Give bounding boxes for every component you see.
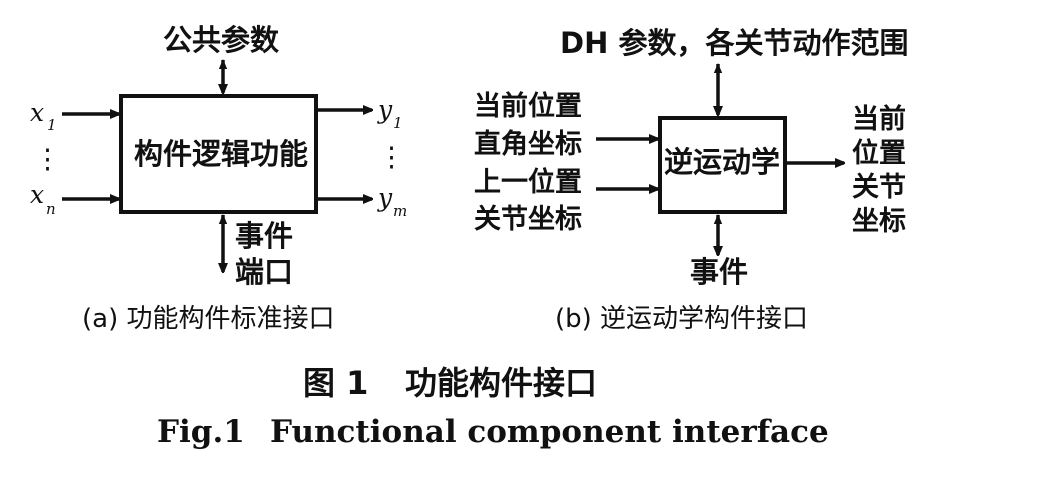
input-current-pos-line2: 直角坐标 (474, 128, 582, 160)
figure-number-en: Fig.1 (157, 414, 245, 450)
output-dots: ⋮ (378, 142, 405, 173)
figure-title-zh: 功能构件接口 (405, 364, 597, 402)
diagram-b-bottom-label: 事件 (690, 255, 748, 289)
diagram-a-box-label: 构件逻辑功能 (134, 137, 308, 171)
figure-title-en: Functional component interface (270, 414, 829, 450)
input-current-pos-line1: 当前位置 (474, 90, 582, 122)
diagram-a: 公共参数 构件逻辑功能 x 1 ⋮ x n y 1 ⋮ y m 事件 端口 (a… (30, 23, 407, 334)
input-dots: ⋮ (34, 144, 61, 175)
diagram-b-box (658, 116, 787, 214)
output-line2: 位置 (852, 137, 906, 169)
output-ym-var: y (377, 183, 393, 212)
figure-number-zh: 图 1 (303, 364, 368, 402)
output-line3: 关节 (852, 172, 906, 203)
input-xn-var: x (30, 180, 44, 209)
output-y1-sub: 1 (393, 114, 403, 132)
diagram-a-top-label: 公共参数 (163, 23, 280, 57)
output-y1-var: y (377, 95, 393, 124)
input-prev-pos-line2: 关节坐标 (474, 204, 582, 235)
diagram-a-box (119, 94, 318, 214)
input-x1-sub: 1 (47, 116, 57, 134)
input-xn-sub: n (46, 200, 56, 218)
diagram-a-bottom-label-1: 事件 (235, 219, 293, 253)
input-x1-var: x (30, 98, 44, 127)
diagram-b-caption: (b) 逆运动学构件接口 (555, 304, 808, 334)
diagram-b-box-label: 逆运动学 (664, 145, 780, 179)
output-line1: 当前 (852, 103, 906, 135)
output-ym-sub: m (393, 202, 407, 220)
diagram-a-bottom-label-2: 端口 (235, 255, 293, 289)
diagram-a-caption: (a) 功能构件标准接口 (82, 304, 335, 334)
output-line4: 坐标 (852, 206, 906, 237)
input-prev-pos-line1: 上一位置 (474, 166, 582, 198)
diagram-b-top-label: DH 参数，各关节动作范围 (560, 26, 908, 60)
diagram-b: DH 参数，各关节动作范围 逆运动学 当前位置 直角坐标 上一位置 关节坐标 当… (474, 26, 908, 334)
